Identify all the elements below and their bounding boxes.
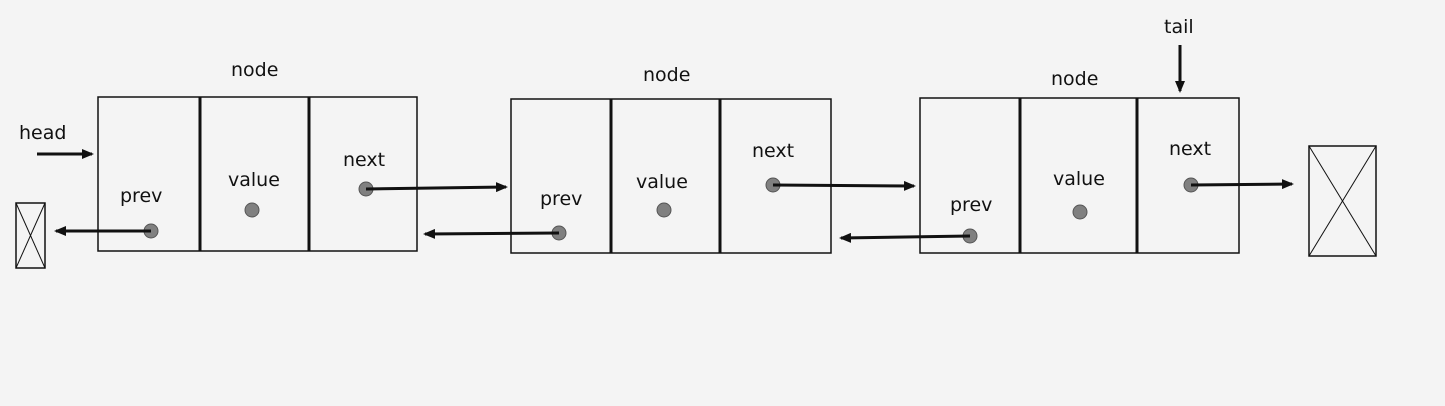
next-arrow bbox=[1190, 179, 1294, 190]
value-dot bbox=[1072, 204, 1088, 220]
prev-arrow bbox=[839, 232, 971, 243]
value-dot bbox=[656, 202, 672, 218]
next-label: next bbox=[752, 140, 794, 162]
node-box bbox=[97, 96, 418, 252]
null-terminator-left bbox=[15, 202, 46, 269]
node-title: node bbox=[643, 64, 690, 86]
prev-arrow bbox=[423, 228, 560, 239]
next-arrow bbox=[772, 180, 916, 191]
value-dot bbox=[244, 202, 260, 218]
value-label: value bbox=[1053, 168, 1105, 190]
prev-label: prev bbox=[950, 194, 992, 216]
value-label: value bbox=[636, 171, 688, 193]
next-arrow bbox=[365, 182, 508, 193]
value-label: value bbox=[228, 169, 280, 191]
next-label: next bbox=[343, 149, 385, 171]
node-box bbox=[510, 98, 832, 254]
node-1: node prev value next bbox=[97, 59, 418, 252]
node-title: node bbox=[231, 59, 278, 81]
null-terminator-right bbox=[1308, 145, 1377, 257]
tail-label: tail bbox=[1164, 16, 1194, 38]
prev-label: prev bbox=[120, 185, 162, 207]
node-3: node prev value next bbox=[919, 68, 1240, 254]
next-label: next bbox=[1169, 138, 1211, 160]
node-title: node bbox=[1051, 68, 1098, 90]
prev-label: prev bbox=[540, 188, 582, 210]
node-2: node prev value next bbox=[510, 64, 832, 254]
head-label: head bbox=[19, 122, 66, 144]
node-box bbox=[919, 97, 1240, 254]
